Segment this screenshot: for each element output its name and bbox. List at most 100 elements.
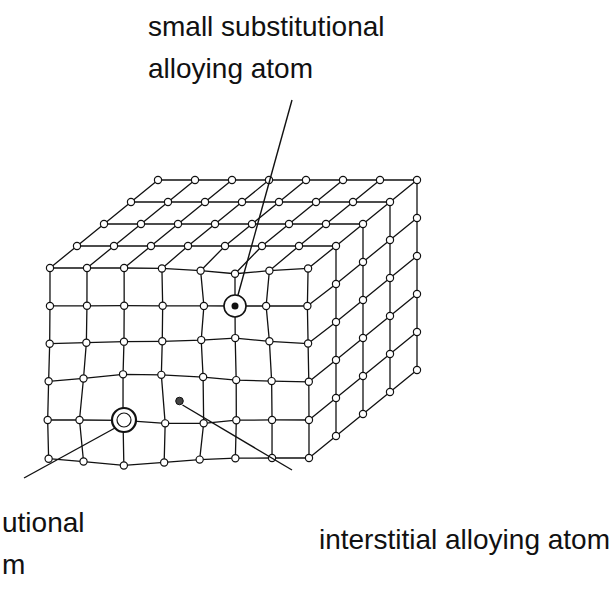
host-atom — [211, 220, 218, 227]
lattice-bond — [48, 268, 50, 459]
host-atom — [228, 176, 235, 183]
host-atom — [110, 242, 117, 249]
host-atom — [258, 242, 265, 249]
host-atom — [231, 270, 238, 277]
host-atom — [359, 258, 366, 265]
host-atom — [147, 242, 154, 249]
host-atom — [120, 338, 127, 345]
large-substitutional-atom — [112, 408, 136, 432]
host-atom — [46, 302, 53, 309]
lattice-bond — [307, 218, 417, 306]
leader-line — [24, 428, 115, 478]
host-atom — [332, 318, 339, 325]
host-atom — [266, 338, 273, 345]
lattice-bond — [309, 332, 417, 420]
host-atom — [83, 302, 90, 309]
host-atom — [191, 176, 198, 183]
leader-line — [238, 100, 292, 295]
host-atom — [413, 328, 420, 335]
host-atom — [200, 373, 207, 380]
host-atom — [295, 242, 302, 249]
label-text: small substitutional alloying atom — [148, 6, 418, 90]
host-atom — [198, 336, 205, 343]
host-atom — [305, 378, 312, 385]
host-atom — [322, 220, 329, 227]
small-substitutional-atom — [232, 303, 239, 310]
leader-line — [183, 405, 293, 470]
host-atom — [119, 371, 126, 378]
host-atom — [305, 454, 312, 461]
host-atom — [121, 302, 128, 309]
host-atom — [312, 198, 319, 205]
lattice-bond — [335, 246, 336, 436]
host-atom — [83, 339, 90, 346]
host-atom — [137, 220, 144, 227]
host-atom — [266, 267, 273, 274]
host-atom — [196, 456, 203, 463]
host-atom — [80, 375, 87, 382]
host-atom — [359, 372, 366, 379]
host-atom — [154, 176, 161, 183]
label-text: utional m — [2, 502, 85, 586]
host-atom — [413, 366, 420, 373]
lattice-bond — [362, 224, 363, 414]
host-atom — [413, 290, 420, 297]
host-atom — [232, 455, 239, 462]
host-atom — [386, 388, 393, 395]
host-atom — [376, 176, 383, 183]
host-atom — [386, 274, 393, 281]
host-atom — [263, 302, 270, 309]
host-atom — [339, 176, 346, 183]
host-atom — [268, 378, 275, 385]
host-atom — [158, 371, 165, 378]
host-atom — [349, 198, 356, 205]
host-atom — [44, 416, 51, 423]
host-atom — [46, 340, 53, 347]
host-atom — [76, 416, 83, 423]
lattice-bond — [235, 180, 343, 274]
host-atom — [184, 242, 191, 249]
host-atom — [332, 280, 339, 287]
small-substitutional-ring — [224, 295, 246, 317]
host-atom — [159, 338, 166, 345]
lattice-atoms — [44, 176, 421, 469]
host-atom — [304, 302, 311, 309]
host-atom — [221, 242, 228, 249]
host-atom — [332, 394, 339, 401]
lattice-bond — [309, 294, 417, 382]
host-atom — [386, 198, 393, 205]
lattice-bond — [266, 271, 272, 458]
host-atom — [302, 176, 309, 183]
host-atom — [413, 252, 420, 259]
host-atom — [304, 340, 311, 347]
host-atom — [45, 378, 52, 385]
host-atom — [197, 267, 204, 274]
host-atom — [120, 462, 127, 469]
lattice-bond — [201, 180, 306, 271]
large-atom-core — [117, 413, 131, 427]
host-atom — [158, 265, 165, 272]
host-atom — [232, 334, 239, 341]
host-atom — [386, 236, 393, 243]
host-atom — [127, 198, 134, 205]
host-atom — [233, 377, 240, 384]
host-atom — [248, 220, 255, 227]
lattice-bond — [307, 268, 309, 458]
lattice-bond — [308, 256, 417, 344]
host-atom — [275, 198, 282, 205]
host-atom — [45, 455, 52, 462]
host-atom — [200, 302, 207, 309]
lattice-bond — [309, 370, 417, 458]
host-atom — [304, 265, 311, 272]
host-atom — [73, 242, 80, 249]
label-text: interstitial alloying atom — [319, 520, 610, 560]
host-atom — [359, 334, 366, 341]
host-atom — [268, 416, 275, 423]
host-atom — [359, 296, 366, 303]
lattice-bond — [200, 271, 204, 460]
leader-lines — [24, 100, 292, 478]
host-atom — [238, 198, 245, 205]
host-atom — [386, 350, 393, 357]
host-atom — [305, 416, 312, 423]
